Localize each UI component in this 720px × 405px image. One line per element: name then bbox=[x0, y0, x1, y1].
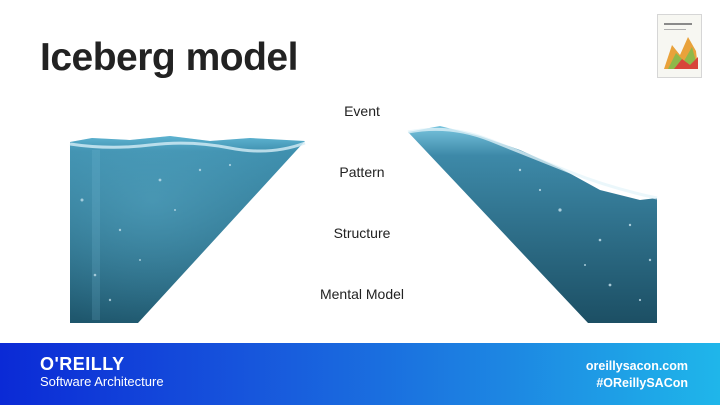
layer-pattern: Pattern bbox=[339, 164, 385, 180]
hashtag-text: #OReillySACon bbox=[596, 376, 688, 390]
book-cover-thumbnail bbox=[657, 14, 702, 78]
water-illustration bbox=[69, 126, 658, 323]
layer-event: Event bbox=[344, 103, 380, 119]
brand-subtitle: Software Architecture bbox=[40, 374, 164, 389]
brand-logo: O'REILLY bbox=[40, 354, 125, 374]
footer-banner bbox=[0, 343, 720, 405]
website-text: oreillysacon.com bbox=[585, 359, 688, 373]
slide-title: Iceberg model bbox=[40, 36, 298, 79]
layer-mental-model: Mental Model bbox=[319, 286, 405, 302]
book-cover-art-icon bbox=[664, 37, 698, 69]
layer-structure: Structure bbox=[333, 225, 391, 241]
